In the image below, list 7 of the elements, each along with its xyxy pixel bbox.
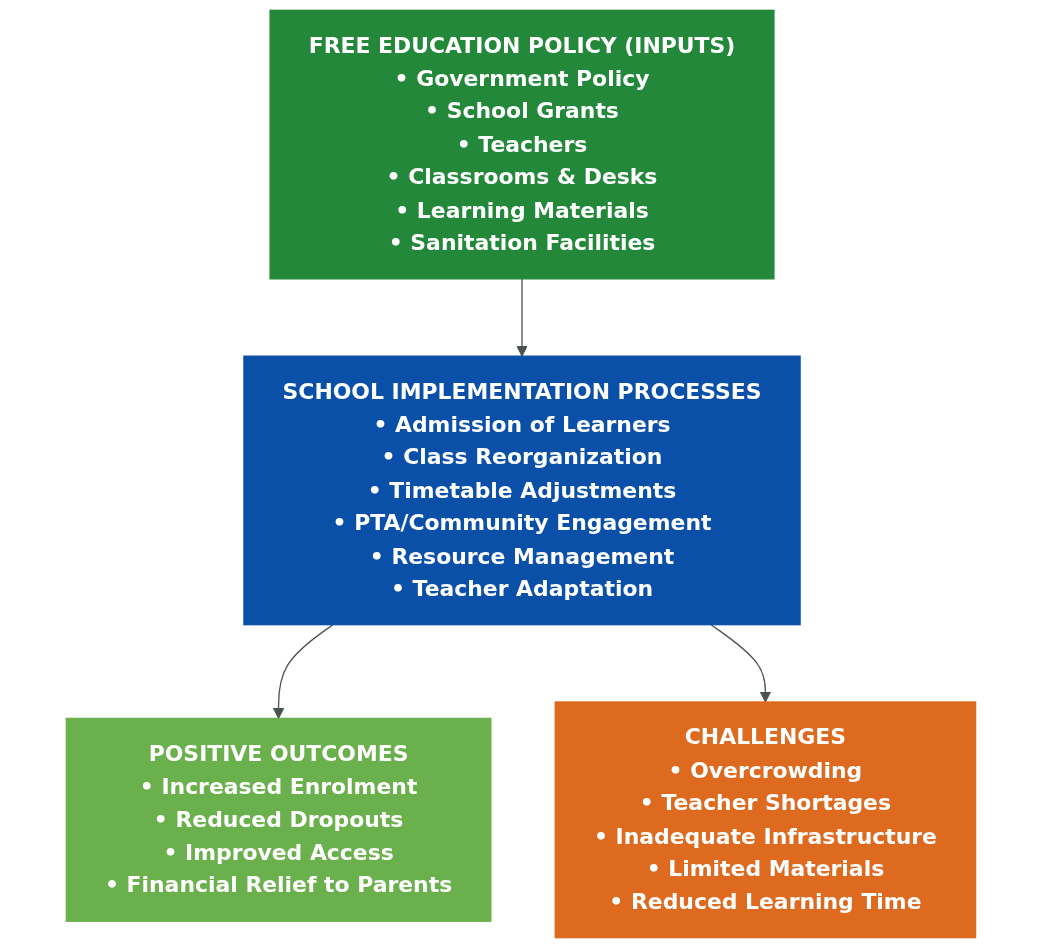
arrow [516, 278, 528, 357]
arrow [710, 624, 772, 703]
arrow [272, 624, 334, 719]
node-box: POSITIVE OUTCOMES • Increased Enrolment • Reduced Dropouts • Improved Access • Financial Relief to Parents [65, 717, 492, 922]
node-box: SCHOOL IMPLEMENTATION PROCESSES • Admission of Learners • Class Reorganization • Timetable Adjustments • PTA/Community Engagement • Resource Management • Teacher Adaptation [243, 355, 801, 626]
node-box: CHALLENGES • Overcrowding • Teacher Shortages • Inadequate Infrastructure • Limited Materials • Reduced Learning Time [554, 701, 977, 939]
node-box: FREE EDUCATION POLICY (INPUTS) • Government Policy • School Grants • Teachers • Classrooms & Desks • Learning Materials • Sanitation Facilities [269, 9, 775, 280]
